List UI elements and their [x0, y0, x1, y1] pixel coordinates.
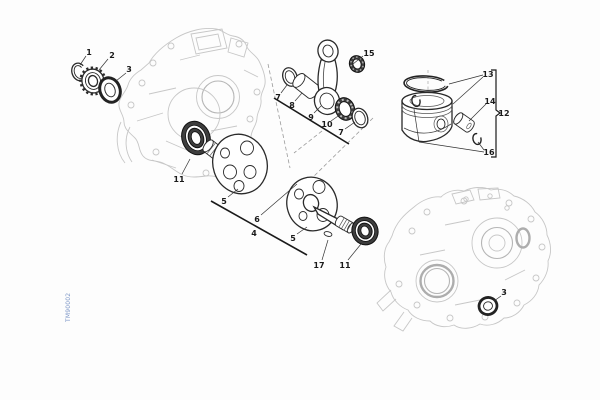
callout-leader-c7b-0	[344, 121, 356, 130]
crankshaft-group-line	[210, 200, 308, 256]
circlip-right-part-16	[472, 132, 482, 146]
callout-c4[interactable]: 4	[251, 229, 257, 238]
gudgeon-pin-part-14	[453, 112, 475, 133]
callout-c3b[interactable]: 3	[501, 288, 507, 297]
assembly-dashed-line-mid	[293, 130, 323, 154]
main-bearing-left-part-11	[181, 120, 211, 156]
callout-leader-c11b-0	[347, 243, 362, 261]
callout-leader-c8-0	[294, 92, 303, 102]
callout-leader-c16-2	[413, 108, 420, 143]
callout-leader-c7a-0	[280, 84, 288, 94]
callout-c16[interactable]: 16	[483, 148, 495, 157]
callout-leader-c11a-0	[181, 158, 191, 175]
piston-kit-part-12	[401, 69, 501, 158]
connecting-rod-part-9	[313, 39, 341, 116]
callout-leader-c2-0	[98, 58, 109, 71]
callout-c2[interactable]: 2	[109, 51, 115, 60]
assembly-dashed-line-right	[307, 117, 374, 183]
left-crankcase-sketch	[116, 28, 266, 179]
callout-c9[interactable]: 9	[308, 113, 314, 122]
callout-c15[interactable]: 15	[363, 49, 375, 58]
crank-web-right-part-5	[286, 176, 356, 234]
callout-leader-c6-0	[260, 183, 298, 216]
callout-c7a[interactable]: 7	[275, 93, 281, 102]
oil-seal-part-3-right	[477, 296, 499, 316]
callout-leader-c16-0	[477, 141, 485, 151]
kit-bracket-12	[491, 69, 501, 158]
callout-c11b[interactable]: 11	[339, 261, 351, 270]
callout-leader-c9-0	[313, 105, 322, 114]
callout-leader-c5a-0	[227, 188, 239, 198]
callout-c1[interactable]: 1	[86, 48, 92, 57]
circlip-left-part-16	[411, 94, 421, 108]
callout-c7b[interactable]: 7	[338, 128, 344, 137]
assembly-dashed-line-left	[267, 63, 291, 169]
callout-c11a[interactable]: 11	[173, 175, 185, 184]
callout-leader-c3a-0	[115, 72, 127, 82]
callout-leader-c5b-0	[296, 226, 308, 235]
callout-leader-c3b-0	[493, 295, 502, 302]
callout-c3a[interactable]: 3	[126, 65, 132, 74]
callout-c10[interactable]: 10	[321, 120, 333, 129]
thrust-washer-right-part-7	[351, 107, 369, 129]
callout-c12[interactable]: 12	[498, 109, 509, 118]
callout-leader-c13-0	[448, 74, 484, 85]
callout-c13[interactable]: 13	[482, 70, 493, 79]
callout-leader-c16-1	[418, 141, 485, 153]
callout-c5a[interactable]: 5	[221, 197, 227, 206]
conrod-group-line	[273, 97, 350, 145]
piston-ring-part-13	[403, 75, 449, 93]
crank-web-left-part-5	[202, 133, 268, 195]
callout-leader-c17-0	[321, 239, 329, 261]
woodruff-key-part-17	[323, 231, 333, 237]
callout-leader-c10-0	[330, 113, 342, 122]
callout-c14[interactable]: 14	[484, 97, 496, 106]
callout-leader-c14-0	[468, 103, 487, 122]
oil-seal-part-3-left	[98, 76, 122, 104]
main-bearing-right-part-11	[351, 216, 379, 246]
callout-c8[interactable]: 8	[289, 101, 295, 110]
piston-body	[401, 91, 453, 143]
right-crankcase-sketch	[376, 187, 551, 332]
callout-leader-c15-0	[352, 55, 364, 65]
callout-leader-c1-0	[79, 55, 87, 66]
callout-c5b[interactable]: 5	[290, 234, 296, 243]
callout-c17[interactable]: 17	[313, 261, 324, 270]
callout-leader-c13-1	[452, 76, 484, 105]
callout-c6[interactable]: 6	[254, 215, 260, 224]
drawing-code: TM90002	[65, 293, 72, 323]
small-end-bearing-part-15	[348, 55, 366, 73]
